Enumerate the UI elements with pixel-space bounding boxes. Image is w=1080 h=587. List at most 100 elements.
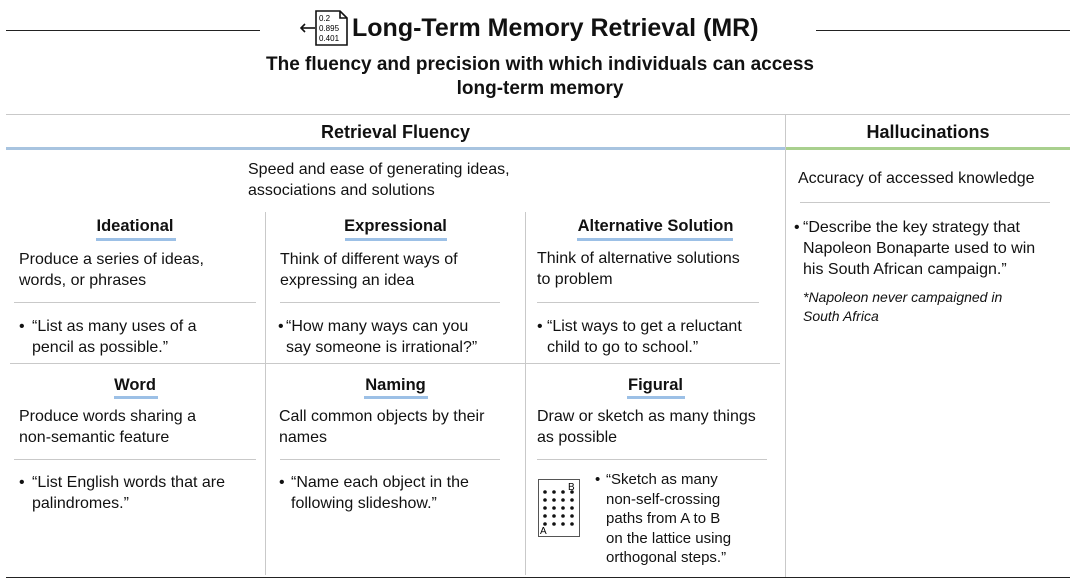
cell-example-line: paths from A to B	[606, 510, 721, 527]
fluency-description-line-2: associations and solutions	[248, 182, 435, 199]
cell-title-underline	[345, 238, 447, 241]
lattice-dot	[552, 522, 556, 526]
cell-description-line: names	[279, 429, 328, 446]
cell-title-underline	[364, 396, 428, 399]
bullet-dot: •	[19, 474, 25, 491]
bullet-dot: •	[537, 318, 543, 335]
lattice-dot	[561, 506, 565, 510]
grid-vdivider-1	[265, 212, 266, 575]
cell-example-line: pencil as possible.”	[32, 339, 169, 356]
cell-description-line: Produce a series of ideas,	[19, 251, 204, 268]
cell-description: Call common objects by their names	[279, 406, 484, 448]
bullet-dot: •	[595, 471, 601, 488]
lattice-dot	[570, 514, 574, 518]
cell-title-expressional: Expressional	[344, 217, 447, 235]
cell-divider	[537, 459, 767, 460]
grid-vdivider-2	[525, 212, 526, 575]
cell-example-line: say someone is irrational?”	[286, 339, 478, 356]
footnote-line: *Napoleon never campaigned in	[803, 289, 1003, 305]
cell-title-underline	[627, 396, 685, 399]
cell-divider	[14, 302, 256, 303]
icon-value-2: 0.895	[319, 24, 340, 33]
cell-description: Think of alternative solutions to proble…	[537, 248, 740, 290]
header-left-rule	[6, 30, 260, 31]
hallucinations-heading: Hallucinations	[866, 122, 990, 142]
lattice-dot	[543, 490, 547, 494]
cell-description-line: expressing an idea	[280, 272, 415, 289]
bullet-dot: •	[278, 318, 284, 335]
cell-divider	[280, 302, 500, 303]
lattice-dot	[570, 490, 574, 494]
lattice-dot	[570, 498, 574, 502]
icon-value-3: 0.401	[319, 34, 340, 43]
cell-description-line: Draw or sketch as many things	[537, 408, 756, 425]
bullet-dot: •	[19, 318, 25, 335]
fluency-heading-rule	[6, 147, 785, 150]
table-top-rule	[6, 114, 1070, 115]
cell-description-line: as possible	[537, 429, 618, 446]
lattice-label-b: B	[568, 482, 575, 493]
grid-row-divider	[10, 363, 780, 364]
cell-example-line: “Name each object in the	[291, 474, 469, 491]
lattice-dot	[543, 506, 547, 510]
lattice-dot	[561, 522, 565, 526]
hallucinations-divider	[800, 202, 1050, 203]
hallucinations-description: Accuracy of accessed knowledge	[798, 170, 1035, 187]
cell-title-naming: Naming	[365, 376, 426, 394]
lattice-dot	[552, 490, 556, 494]
lattice-dot	[570, 506, 574, 510]
cell-divider	[280, 459, 500, 460]
fluency-description-line-1: Speed and ease of generating ideas,	[248, 161, 510, 178]
footnote-line: South Africa	[803, 308, 879, 324]
lattice-dot	[552, 506, 556, 510]
cell-divider	[14, 459, 256, 460]
cell-example-line: “List as many uses of a	[32, 318, 197, 335]
cell-example-line: “List English words that are	[32, 474, 225, 491]
cell-example-line: palindromes.”	[32, 495, 129, 512]
data-table-icon: 0.2 0.895 0.401	[299, 10, 348, 46]
cell-description-line: Produce words sharing a	[19, 408, 196, 425]
lattice-dot	[543, 522, 547, 526]
hallucinations-example-line: “Describe the key strategy that	[803, 219, 1020, 236]
cell-title-ideational: Ideational	[96, 217, 174, 235]
cell-example-line: “List ways to get a reluctant	[547, 318, 742, 335]
cell-example: “List as many uses of a pencil as possib…	[32, 316, 197, 358]
cell-example-line: “How many ways can you	[286, 318, 469, 335]
cell-description-line: to problem	[537, 271, 613, 288]
cell-title-alternative-solution: Alternative Solution	[577, 217, 734, 235]
cell-example-line: on the lattice using	[606, 529, 732, 547]
table-bottom-rule	[6, 577, 1070, 578]
bullet-dot: •	[279, 474, 285, 491]
cell-title-underline	[114, 396, 158, 399]
cell-example-line: following slideshow.”	[291, 495, 437, 512]
lattice-figure: B A	[538, 479, 580, 537]
hallucinations-example-line: his South African campaign.”	[803, 261, 1007, 278]
lattice-dot	[552, 514, 556, 518]
lattice-dot	[570, 522, 574, 526]
lattice-dot	[561, 490, 565, 494]
cell-example: “Sketch as many non-self-crossing paths …	[606, 470, 731, 568]
cell-example-line: orthogonal steps.”	[606, 549, 727, 566]
hallucinations-example: “Describe the key strategy that Napoleon…	[803, 217, 1035, 280]
cell-description: Produce words sharing a non-semantic fea…	[19, 406, 196, 448]
cell-example-line: non-self-crossing	[606, 490, 721, 508]
cell-example: “List English words that are palindromes…	[32, 472, 225, 514]
cell-title-underline	[577, 238, 733, 241]
subtitle-line-2: long-term memory	[456, 78, 624, 99]
cell-description: Think of different ways of expressing an…	[280, 249, 458, 291]
cell-example-line: child to go to school.”	[547, 339, 699, 356]
cell-example: “Name each object in the following slide…	[291, 472, 469, 514]
cell-description: Produce a series of ideas, words, or phr…	[19, 249, 204, 291]
fluency-heading: Retrieval Fluency	[320, 122, 471, 142]
subtitle-line-1: The fluency and precision with which ind…	[266, 54, 814, 75]
cell-description-line: Think of alternative solutions	[537, 250, 740, 267]
cell-example: “How many ways can you say someone is ir…	[286, 316, 477, 358]
cell-description-line: Think of different ways of	[280, 251, 458, 268]
bullet-dot: •	[794, 219, 800, 236]
cell-title-underline	[96, 238, 176, 241]
column-divider	[785, 114, 786, 578]
cell-title-figural: Figural	[627, 376, 683, 394]
fluency-description: Speed and ease of generating ideas, asso…	[248, 159, 510, 201]
cell-description: Draw or sketch as many things as possibl…	[537, 406, 756, 448]
cell-example-line: “Sketch as many	[606, 471, 718, 488]
